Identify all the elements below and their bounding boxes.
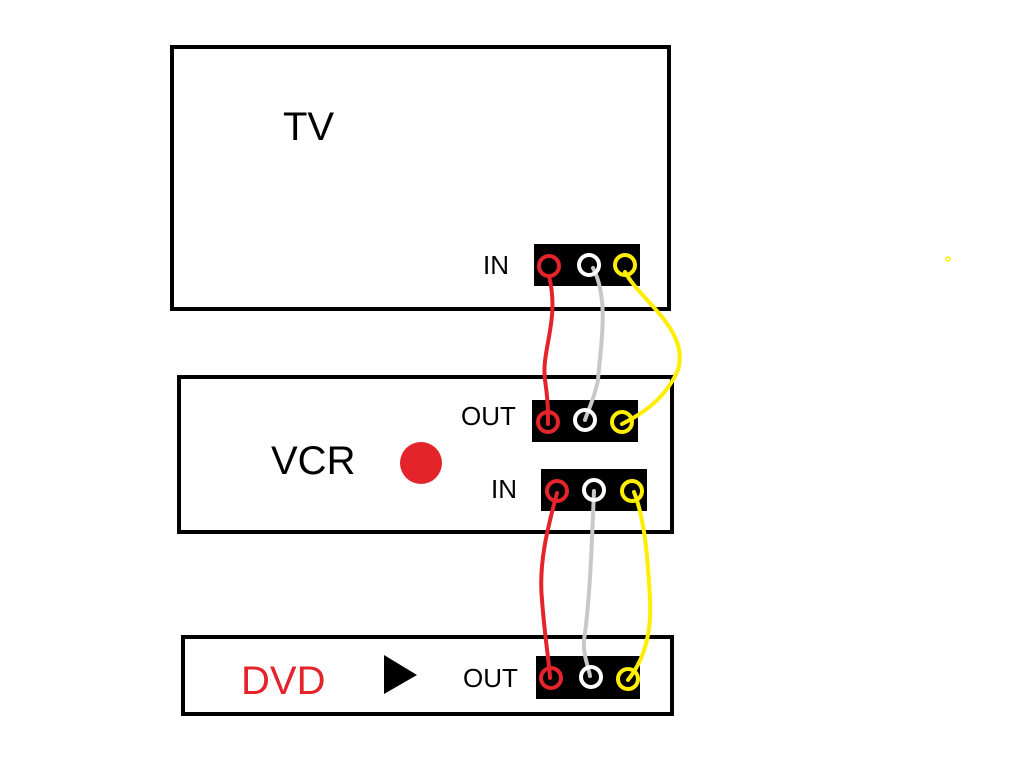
vcr-device: VCR OUT IN <box>177 375 674 534</box>
stray-dot <box>945 256 951 262</box>
tv-in-label: IN <box>483 250 509 280</box>
vcr-in-white-jack <box>582 478 606 502</box>
tv-in-red-jack <box>537 254 561 278</box>
tv-label: TV <box>283 105 334 149</box>
tv-in-yellow-jack <box>613 253 637 277</box>
vcr-out-jacks <box>536 408 634 434</box>
cables-vcr-dvd <box>539 489 653 682</box>
vcr-out-white-jack <box>573 408 597 432</box>
dvd-out-yellow-jack <box>616 667 640 691</box>
vcr-in-yellow-jack <box>620 479 644 503</box>
yellow-cable <box>626 490 653 682</box>
tv-in-white-jack <box>577 253 601 277</box>
dvd-label: DVD <box>241 659 325 703</box>
yellow-cable <box>620 270 682 426</box>
dvd-out-red-jack <box>539 666 563 690</box>
dvd-out-jacks <box>539 665 640 691</box>
vcr-in-label: IN <box>491 474 517 504</box>
tv-in-jacks <box>537 253 637 278</box>
vcr-out-red-jack <box>536 410 560 434</box>
red-cable <box>539 491 559 680</box>
dvd-device: DVD OUT <box>181 635 674 716</box>
record-dot-icon <box>400 442 442 484</box>
dvd-out-label: OUT <box>463 663 518 693</box>
vcr-out-yellow-jack <box>610 410 634 434</box>
white-cable <box>581 489 596 678</box>
vcr-label: VCR <box>271 439 355 483</box>
dvd-out-white-jack <box>579 665 603 689</box>
vcr-in-red-jack <box>545 479 569 503</box>
play-icon <box>384 655 417 694</box>
vcr-in-jacks <box>545 478 644 503</box>
vcr-out-label: OUT <box>461 401 516 431</box>
